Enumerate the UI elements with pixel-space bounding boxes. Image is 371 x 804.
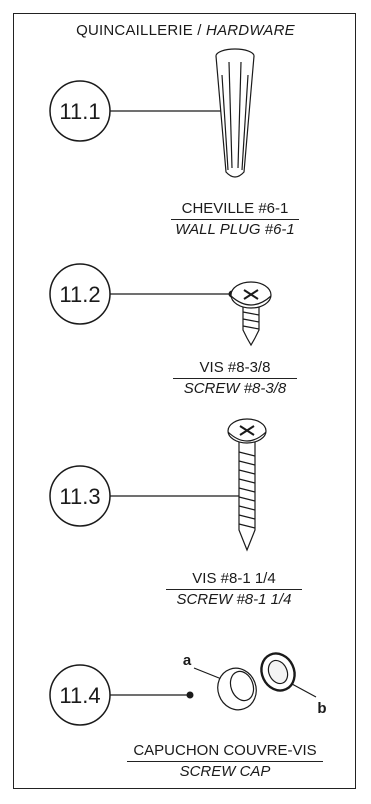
callout-a: a [183, 652, 192, 669]
screw-cap-icon [193, 652, 317, 711]
title-english: HARDWARE [206, 22, 295, 39]
long-screw-icon [227, 418, 267, 552]
callout-b: b [317, 700, 326, 717]
title-french: QUINCAILLERIE / [76, 22, 207, 39]
short-screw-icon [230, 281, 272, 347]
item-11-4-label: CAPUCHON COUVRE-VIS SCREW CAP [127, 741, 323, 782]
item-11-2-callout: 11.2 [49, 263, 236, 325]
wall-plug-icon [215, 48, 255, 178]
item-11-4-name-fr: CAPUCHON COUVRE-VIS [127, 741, 323, 762]
page-title: QUINCAILLERIE / HARDWARE [0, 22, 371, 39]
item-11-1-label: CHEVILLE #6-1 WALL PLUG #6-1 [171, 199, 299, 240]
item-11-2-name-en: SCREW #8-3/8 [183, 380, 287, 397]
item-11-3-name-en: SCREW #8-1 1/4 [176, 591, 292, 608]
hardware-panel [13, 13, 356, 789]
item-number-11-3: 11.3 [59, 484, 100, 509]
item-11-1-name-fr: CHEVILLE #6-1 [171, 199, 299, 220]
item-11-1-name-en: WALL PLUG #6-1 [175, 221, 295, 238]
item-number-11-4: 11.4 [59, 683, 100, 708]
item-number-11-1: 11.1 [59, 99, 100, 124]
item-11-3-label: VIS #8-1 1/4 SCREW #8-1 1/4 [166, 569, 302, 610]
item-11-1-callout: 11.1 [49, 80, 229, 142]
item-11-4-callout: 11.4 [49, 664, 194, 726]
item-11-2-name-fr: VIS #8-3/8 [173, 358, 297, 379]
item-11-4-name-en: SCREW CAP [179, 763, 271, 780]
item-number-11-2: 11.2 [59, 282, 100, 307]
item-11-3-callout: 11.3 [49, 465, 246, 527]
item-11-3-name-fr: VIS #8-1 1/4 [166, 569, 302, 590]
item-11-2-label: VIS #8-3/8 SCREW #8-3/8 [173, 358, 297, 399]
